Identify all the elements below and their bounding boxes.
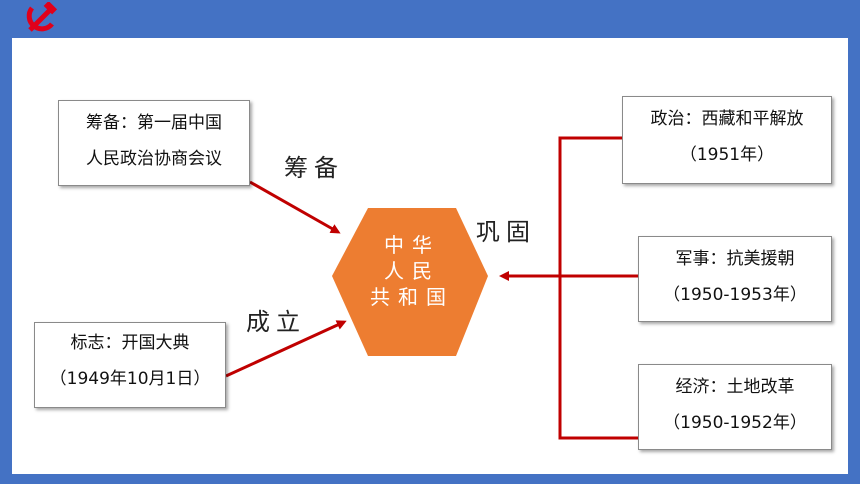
arrow-prepare — [249, 180, 341, 234]
military-box: 军事：抗美援朝 （1950-1953年） — [638, 236, 832, 322]
politics-box: 政治：西藏和平解放 （1951年） — [622, 96, 832, 184]
prepare-box: 筹备：第一届中国 人民政治协商会议 — [58, 100, 250, 186]
military-box-line-2: （1950-1953年） — [663, 285, 807, 305]
economy-box-line-1: 经济：土地改革 — [675, 377, 795, 397]
center-hexagon — [332, 208, 488, 356]
bracket-line — [558, 136, 638, 440]
label-establish: 成立 — [246, 308, 306, 336]
military-box-line-1: 军事：抗美援朝 — [675, 249, 795, 269]
prepare-box-line-1: 筹备：第一届中国 — [86, 113, 222, 133]
establish-box-line-1: 标志：开国大典 — [70, 333, 190, 353]
center-label: 中华 人民 共和国 — [334, 232, 490, 310]
politics-box-line-1: 政治：西藏和平解放 — [650, 109, 804, 129]
establish-box: 标志：开国大典 （1949年10月1日） — [34, 322, 226, 408]
prepare-box-line-2: 人民政治协商会议 — [86, 149, 222, 169]
label-prepare: 筹备 — [284, 154, 344, 182]
establish-box-line-2: （1949年10月1日） — [49, 369, 211, 389]
hammer-sickle-icon — [26, 2, 58, 32]
economy-box: 经济：土地改革 （1950-1952年） — [638, 364, 832, 450]
center-line-1: 中华 — [384, 233, 440, 257]
economy-box-line-2: （1950-1952年） — [663, 413, 807, 433]
label-consolidate: 巩固 — [476, 218, 536, 246]
politics-box-line-2: （1951年） — [679, 145, 775, 165]
center-line-2: 人民 — [384, 259, 440, 283]
arrow-establish — [225, 320, 347, 378]
center-line-3: 共和国 — [370, 285, 454, 309]
